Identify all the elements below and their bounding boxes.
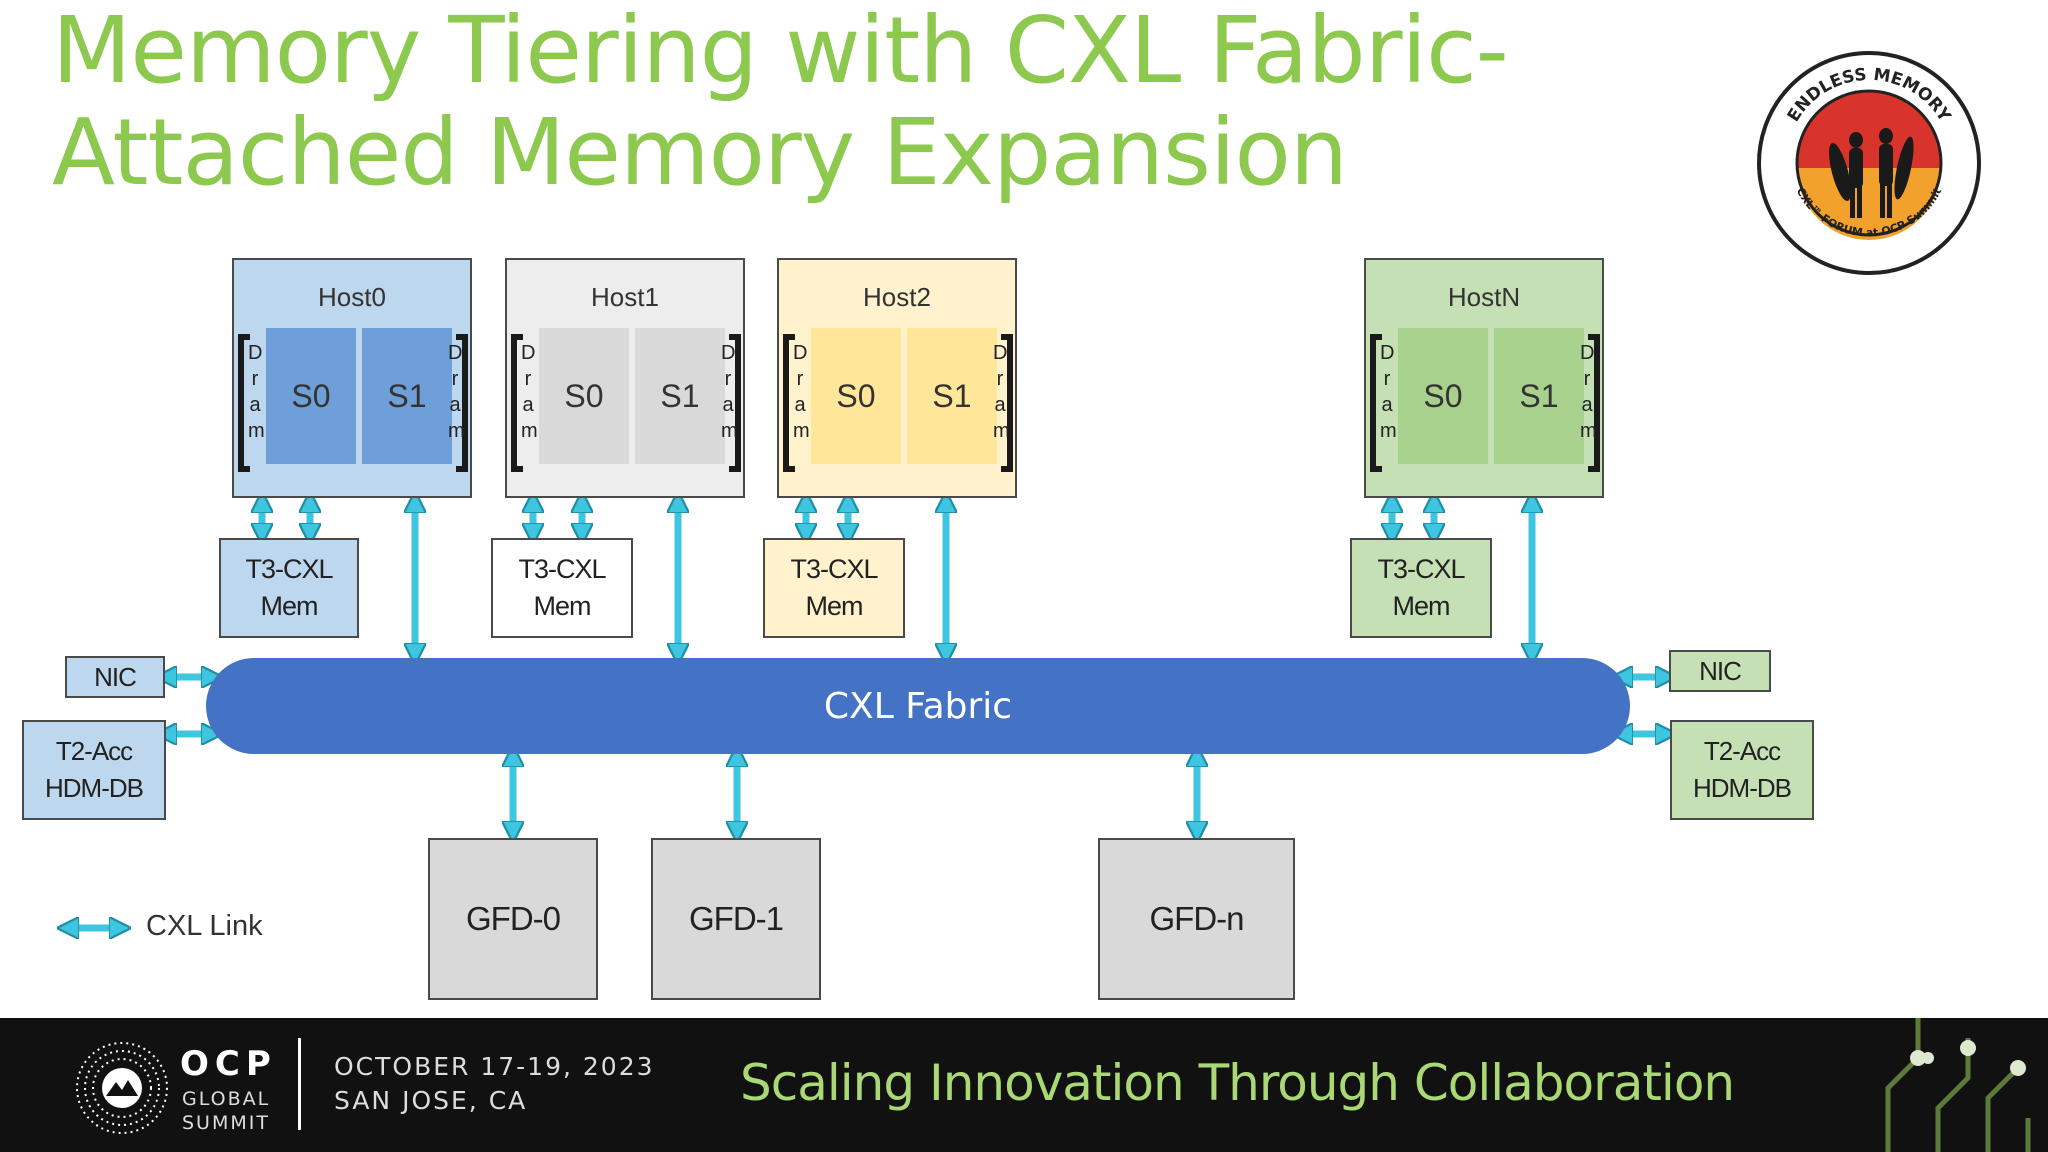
t2-acc-right: T2-Acc HDM-DB: [1670, 720, 1814, 820]
gfd-0: GFD-0: [428, 838, 598, 1000]
t3-cxl-mem-n: T3-CXL Mem: [1350, 538, 1492, 638]
cxl-fabric: CXL Fabric: [206, 658, 1630, 754]
slide-title: Memory Tiering with CXL Fabric- Attached…: [52, 0, 1552, 204]
ocp-global-text: GLOBAL: [182, 1088, 271, 1110]
slide-title-line1: Memory Tiering with CXL Fabric-: [52, 0, 1509, 104]
gfd-label: GFD-1: [689, 900, 784, 937]
nic-label: NIC: [94, 661, 137, 692]
host-label: HostN: [1447, 282, 1521, 312]
dram-bracket-right: [1588, 334, 1600, 472]
circuit-decoration-icon: [1885, 1018, 2031, 1152]
event-location: SAN JOSE, CA: [334, 1086, 528, 1115]
gfd-n: GFD-n: [1098, 838, 1295, 1000]
gfd-label: GFD-0: [466, 900, 561, 937]
socket-s1: S1: [635, 328, 725, 464]
mem-label-line1: T3-CXL: [518, 554, 606, 584]
socket-s0: S0: [539, 328, 629, 464]
endless-memory-logo: ENDLESS MEMORY CXL™ FORUM at OCP Summit: [1756, 50, 1982, 276]
ocp-globe-icon: [76, 1042, 168, 1134]
dram-bracket-left: [238, 334, 250, 472]
socket-s1: S1: [362, 328, 452, 464]
socket-s1: S1: [1494, 328, 1584, 464]
t3-cxl-mem-1: T3-CXL Mem: [491, 538, 633, 638]
dram-bracket-left: [1370, 334, 1382, 472]
nic-label: NIC: [1699, 655, 1742, 686]
ocp-summit-text: SUMMIT: [182, 1112, 270, 1134]
acc-label-line2: HDM-DB: [45, 773, 144, 803]
dram-bracket-right: [1001, 334, 1013, 472]
host-label: Host2: [863, 282, 931, 312]
mem-label-line2: Mem: [260, 591, 319, 621]
dram-bracket-right: [729, 334, 741, 472]
legend-label: CXL Link: [146, 910, 263, 942]
nic-right: NIC: [1669, 650, 1771, 692]
acc-label-line1: T2-Acc: [1703, 736, 1781, 766]
socket-s0: S0: [811, 328, 901, 464]
slide-title-line2: Attached Memory Expansion: [52, 99, 1348, 206]
host-label: Host1: [591, 282, 659, 312]
ocp-wordmark: OCP: [180, 1044, 277, 1084]
acc-label-line2: HDM-DB: [1693, 773, 1792, 803]
socket-s1: S1: [907, 328, 997, 464]
socket-s0: S0: [266, 328, 356, 464]
host-label: Host0: [318, 282, 386, 312]
dram-bracket-left: [783, 334, 795, 472]
mem-label-line2: Mem: [533, 591, 592, 621]
t2-acc-left: T2-Acc HDM-DB: [22, 720, 166, 820]
footer-bar: OCP GLOBAL SUMMIT OCTOBER 17-19, 2023 SA…: [0, 1018, 2048, 1152]
mem-label-line1: T3-CXL: [790, 554, 878, 584]
mem-label-line2: Mem: [1392, 591, 1451, 621]
socket-s0: S0: [1398, 328, 1488, 464]
t3-cxl-mem-0: T3-CXL Mem: [219, 538, 359, 638]
mem-label-line1: T3-CXL: [1377, 554, 1465, 584]
acc-label-line1: T2-Acc: [55, 736, 133, 766]
event-date: OCTOBER 17-19, 2023: [334, 1052, 655, 1081]
gfd-1: GFD-1: [651, 838, 821, 1000]
mem-label-line1: T3-CXL: [245, 554, 333, 584]
nic-left: NIC: [65, 656, 165, 698]
t3-cxl-mem-2: T3-CXL Mem: [763, 538, 905, 638]
cxl-fabric-label: CXL Fabric: [823, 685, 1013, 727]
dram-bracket-right: [456, 334, 468, 472]
mem-label-line2: Mem: [805, 591, 864, 621]
gfd-label: GFD-n: [1149, 900, 1245, 937]
footer-divider: [298, 1038, 301, 1130]
dram-bracket-left: [511, 334, 523, 472]
footer-tagline: Scaling Innovation Through Collaboration: [740, 1054, 1735, 1112]
